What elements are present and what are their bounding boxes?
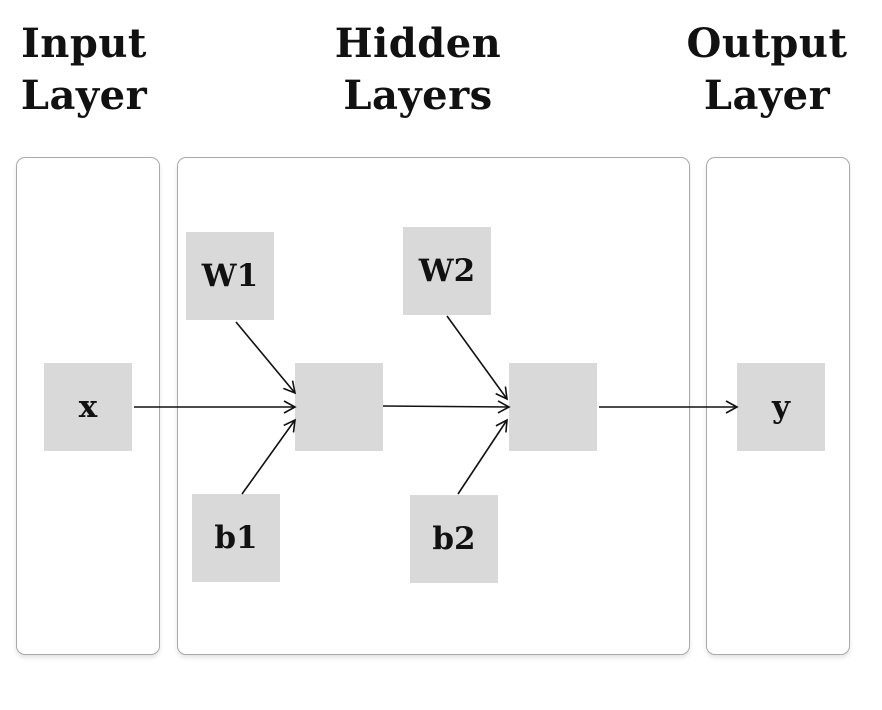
output-layer-title: Output Layer (672, 18, 862, 122)
hidden-layers-title: Hidden Layers (318, 18, 518, 122)
hidden-node-2 (509, 363, 597, 451)
output-node-y: y (737, 363, 825, 451)
input-node-x: x (44, 363, 132, 451)
hidden-layers-title-line1: Hidden (334, 20, 502, 67)
input-layer-title-line2: Layer (20, 72, 148, 119)
output-layer-title-line1: Output (686, 20, 848, 67)
input-layer-title-line1: Input (21, 20, 147, 67)
output-layer-title-line2: Layer (703, 72, 831, 119)
bias-node-b1: b1 (192, 494, 280, 582)
input-layer-title: Input Layer (0, 18, 168, 122)
weight-node-w1: W1 (186, 232, 274, 320)
weight-node-w2: W2 (403, 227, 491, 315)
hidden-node-1 (295, 363, 383, 451)
hidden-layers-title-line2: Layers (343, 72, 493, 119)
bias-node-b2: b2 (410, 495, 498, 583)
